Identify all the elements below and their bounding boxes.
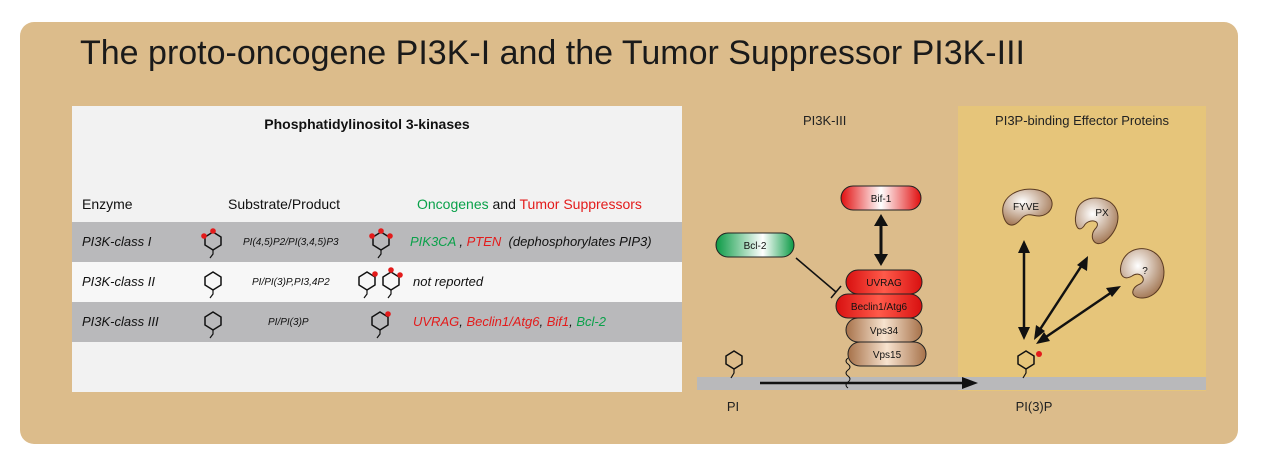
gene-note: (dephosphorylates PIP3) [501,234,652,249]
gene-pten: PTEN [466,234,502,249]
table-row: PI3K-class III PI/PI(3)P UVRAG, Beclin1/… [72,302,682,342]
pi3k-table-panel: Phosphatidylinositol 3-kinases Enzyme Su… [72,106,682,392]
bcl2-box [715,232,795,258]
inositol-ring-icon [382,267,403,299]
header-oncogenes-suppressors: Oncogenes and Tumor Suppressors [417,196,642,212]
gene-uvrag: UVRAG [413,314,460,329]
fyve-label: FYVE [1013,202,1039,213]
lipid-anchor [845,357,851,389]
separator: , [455,234,467,249]
separator: , [459,314,467,329]
header-enzyme: Enzyme [82,196,133,212]
separator: , [539,314,547,329]
vps34-label: Vps34 [870,326,899,337]
gene-beclin1: Beclin1/Atg6 [466,314,540,329]
gene-pik3ca: PIK3CA [410,234,456,249]
pi3p-lipid-icon [1017,350,1042,379]
effector-arrows [1018,240,1121,344]
bcl2-label: Bcl-2 [744,241,767,252]
enzyme-cell: PI3K-class III [82,314,159,329]
enzyme-cell: PI3K-class II [82,274,155,289]
pi3p-label: PI(3)P [1016,399,1053,414]
table-row: PI3K-class II PI/PI(3)P,PI3,4P2 not repo… [72,262,682,302]
gene-cell: PIK3CA , PTEN (dephosphorylates PIP3) [410,234,652,249]
vps15-label: Vps15 [873,350,902,361]
arrowhead [962,377,978,389]
unknown-label: ? [1142,266,1148,277]
gene-bif1: Bif1 [546,314,570,329]
inositol-ring-icon [369,228,393,259]
pi-label: PI [727,399,739,414]
substrate-cell: PI/PI(3)P [268,317,309,328]
substrate-cell: PI(4,5)P2/PI(3,4,5)P3 [243,237,339,248]
bif1-box [840,185,922,211]
header-oncogenes: Oncogenes [417,196,489,212]
pi-lipid-icon [725,350,743,379]
uvrag-label: UVRAG [866,278,902,289]
fyve-protein [1002,188,1053,226]
effector-region [958,106,1206,391]
page-title: The proto-oncogene PI3K-I and the Tumor … [80,34,1025,72]
pi3k-iii-label: PI3K-III [803,113,846,128]
inositol-ring-icon [201,228,222,259]
unknown-protein [1119,248,1165,299]
enzyme-cell: PI3K-class I [82,234,152,249]
gene-cell: not reported [413,274,484,289]
separator: , [569,314,577,329]
table-heading: Phosphatidylinositol 3-kinases [264,116,470,132]
header-substrate: Substrate/Product [228,196,341,212]
inositol-ring-icon [204,311,222,339]
inositol-ring-icon [358,271,378,299]
uvrag-box [845,269,923,295]
px-label: PX [1095,208,1109,219]
gene-bcl2: Bcl-2 [576,314,606,329]
gene-cell: UVRAG, Beclin1/Atg6, Bif1, Bcl-2 [413,314,606,329]
header-and: and [492,196,516,212]
header-suppressors: Tumor Suppressors [519,196,642,212]
inositol-ring-icon [371,311,391,339]
inositol-ring-icon [204,271,222,299]
px-protein [1075,197,1119,244]
beclin1-label: Beclin1/Atg6 [851,302,908,313]
substrate-cell: PI/PI(3)P,PI3,4P2 [252,277,330,288]
bif1-label: Bif-1 [871,194,892,205]
effector-label: PI3P-binding Effector Proteins [995,113,1169,128]
table-row: PI3K-class I PI(4,5)P2/PI(3,4,5)P3 PIK3C… [72,222,682,262]
bcl2-inhibition-line [795,257,837,293]
